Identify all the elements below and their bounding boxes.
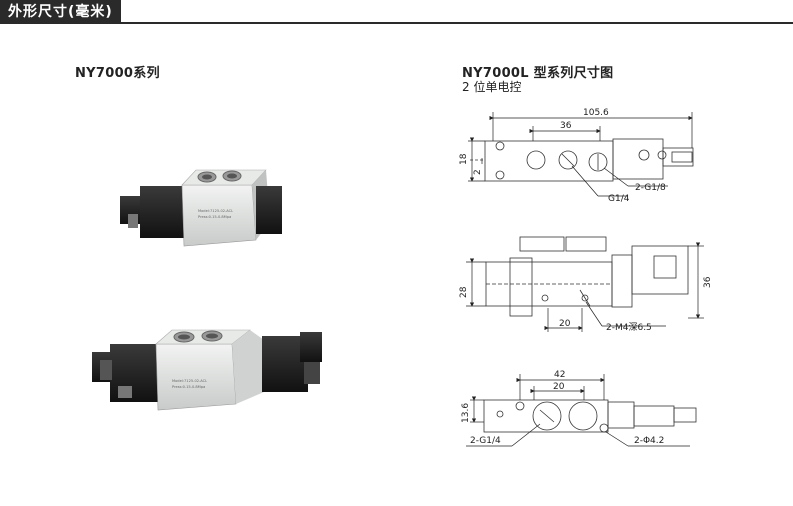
dim-bottom-20: 20 (553, 382, 565, 392)
dim-side-m4: 2-M4深6.5 (606, 322, 652, 333)
drawing-side-dims (466, 242, 704, 332)
right-series-subtitle: 2 位单电控 (462, 80, 522, 94)
drawing-side-view (485, 236, 689, 317)
dim-bottom-42: 42 (554, 370, 565, 380)
drawing-top-view (470, 138, 694, 182)
valve-bottom-press-text: Press:0.15-0.8Mpa (172, 385, 205, 389)
dim-side-36: 36 (703, 276, 713, 288)
valve-photo-top: Model:7125-02-ACL Press:0.15-0.8Mpa (120, 169, 282, 247)
valve-top-model-text: Model:7125-02-ACL (198, 209, 233, 213)
drawing-top-dims (468, 112, 693, 197)
dim-bottom-phi: 2-Φ4.2 (634, 436, 664, 446)
section-title: 外形尺寸(毫米) (0, 0, 121, 24)
dim-side-28: 28 (459, 286, 469, 298)
dim-bottom-13-6: 13.6 (461, 403, 471, 423)
dim-bottom-g14: 2-G1/4 (470, 436, 501, 446)
valve-top-press-text: Press:0.15-0.8Mpa (198, 215, 231, 219)
dim-side-20: 20 (559, 319, 571, 329)
drawing-bottom-view (483, 399, 697, 433)
dim-top-length: 105.6 (583, 108, 609, 118)
dim-top-g14: G1/4 (608, 194, 630, 204)
left-series-title: NY7000系列 (75, 66, 160, 81)
header-divider (0, 22, 793, 24)
right-series-title: NY7000L 型系列尺寸图 (462, 66, 614, 81)
drawing-bottom-dims (466, 374, 690, 447)
dim-top-18: 18 (459, 153, 469, 165)
dim-top-36: 36 (560, 121, 572, 131)
valve-photo-bottom: Model:7125-02-ACL Press:0.15-0.8Mpa (92, 329, 322, 411)
dim-top-2: 2 (473, 169, 483, 175)
dim-top-g18: 2-G1/8 (635, 183, 666, 193)
valve-bottom-model-text: Model:7125-02-ACL (172, 379, 207, 383)
section-header: 外形尺寸(毫米) (0, 0, 793, 24)
